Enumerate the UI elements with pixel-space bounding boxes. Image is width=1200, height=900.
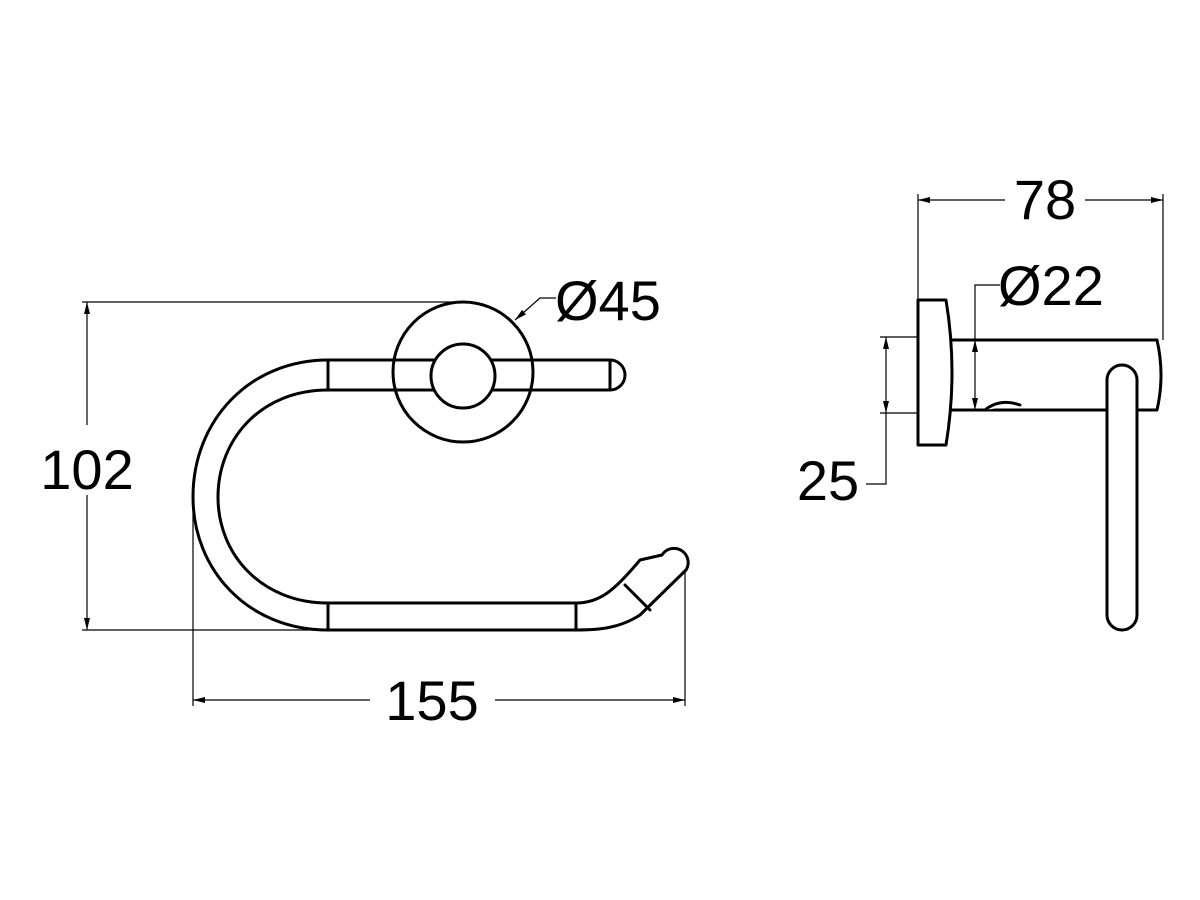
rod-diameter-label: Ø22 [998, 254, 1104, 317]
flange-inner [429, 342, 497, 410]
arm-joint-line [623, 583, 652, 612]
front-view: 102 155 Ø45 [30, 269, 690, 732]
flange-offset-label: 25 [797, 449, 859, 512]
height-label: 102 [40, 438, 133, 501]
side-view: 78 Ø22 25 [797, 168, 1164, 632]
rod-bend [983, 400, 1022, 412]
flange-diameter-label: Ø45 [555, 269, 661, 332]
depth-label: 78 [1014, 168, 1076, 231]
c-arm [191, 358, 690, 632]
diameter-leader [974, 284, 1000, 340]
width-label: 155 [385, 669, 478, 732]
flange [916, 298, 954, 447]
hanging-arm [1105, 363, 1139, 632]
diameter-leader [514, 297, 556, 321]
offset-leader [866, 413, 887, 485]
